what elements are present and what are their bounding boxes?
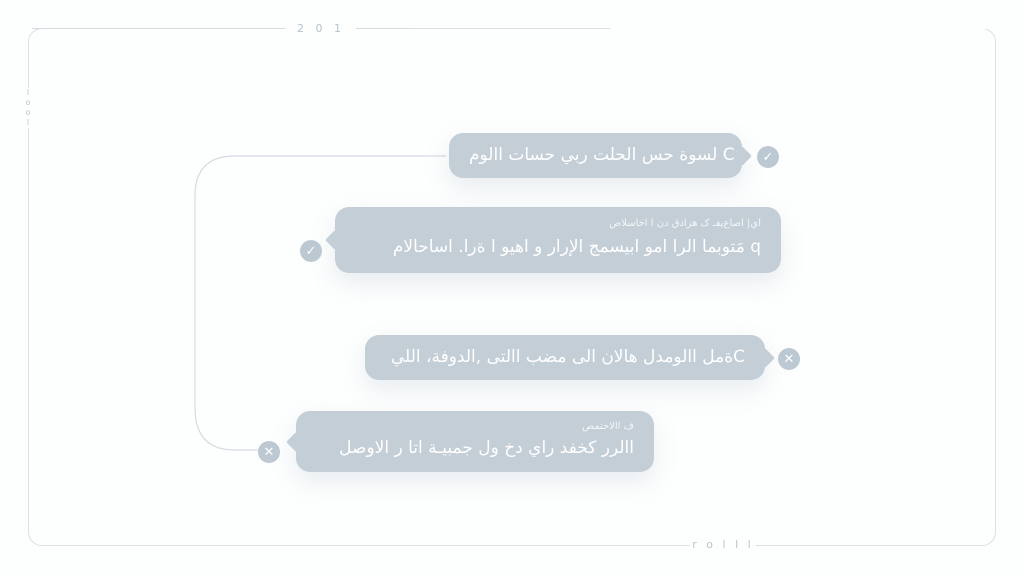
message-bubble[interactable]: لسوة حس الحلت ربي حسات االوم Cap: [449, 133, 756, 178]
message-subtext: اي| اصاع‌يفـ ک هزادق دن ا اخاسلاص: [609, 218, 761, 229]
check-icon[interactable]: ✓: [300, 240, 322, 262]
message-text: لسوة حس الحلت ربي حسات االوم Cap: [469, 145, 756, 165]
frame-bottom-label: r o l l l: [690, 535, 756, 555]
close-icon[interactable]: ✕: [778, 348, 800, 370]
frame-top-gap: [610, 28, 990, 29]
message-text: مَتوبما الرا امو ابيسمج الإرار و اهيو ا …: [392, 237, 761, 257]
frame-top-divider-left: [32, 28, 284, 29]
message-text: االرر كخفد راي دخ ول جمبيـة اتا ر الاوصل: [339, 438, 634, 458]
close-icon[interactable]: ✕: [258, 441, 280, 463]
message-bubble[interactable]: ةمل االومدل هالان الى مضب االتى ,الدوفة،…: [365, 335, 765, 380]
message-subtext: ف االاحتمص: [581, 421, 634, 432]
frame-top-label: 2 0 1: [286, 18, 356, 40]
message-bubble[interactable]: ف االاحتمص االرر كخفد راي دخ ول جمبيـة ا…: [296, 411, 654, 472]
frame-top-divider-short: [356, 28, 412, 29]
check-icon[interactable]: ✓: [757, 146, 779, 168]
chat-frame: [28, 28, 996, 546]
message-bubble[interactable]: اي| اصاع‌يفـ ک هزادق دن ا اخاسلاص مَتوبم…: [335, 207, 781, 273]
message-text: ةمل االومدل هالان الى مضب االتى ,الدوفة،…: [390, 347, 745, 367]
frame-side-label: l o o l: [22, 88, 34, 128]
